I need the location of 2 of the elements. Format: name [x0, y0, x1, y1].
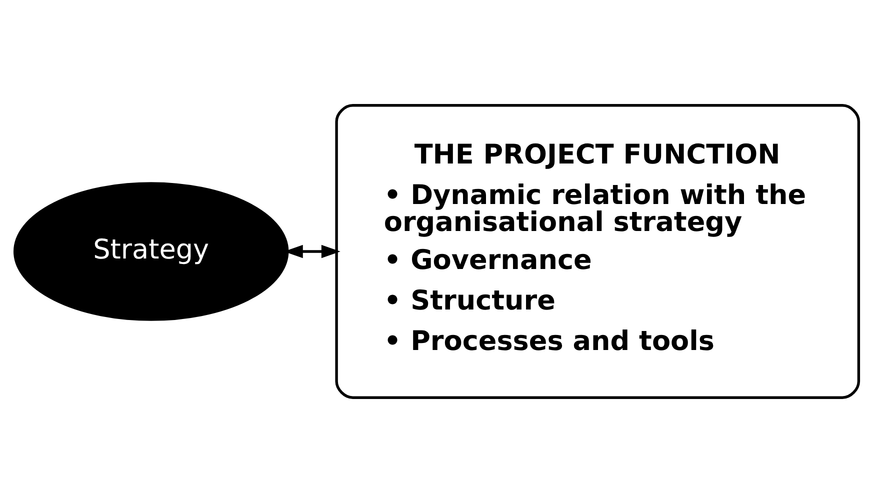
- node-box: THE PROJECT FUNCTION • Dynamic relation with the organisational strategy • Governance • Structure • Processes and tools: [335, 104, 860, 399]
- node-ellipse: Strategy: [13, 182, 289, 321]
